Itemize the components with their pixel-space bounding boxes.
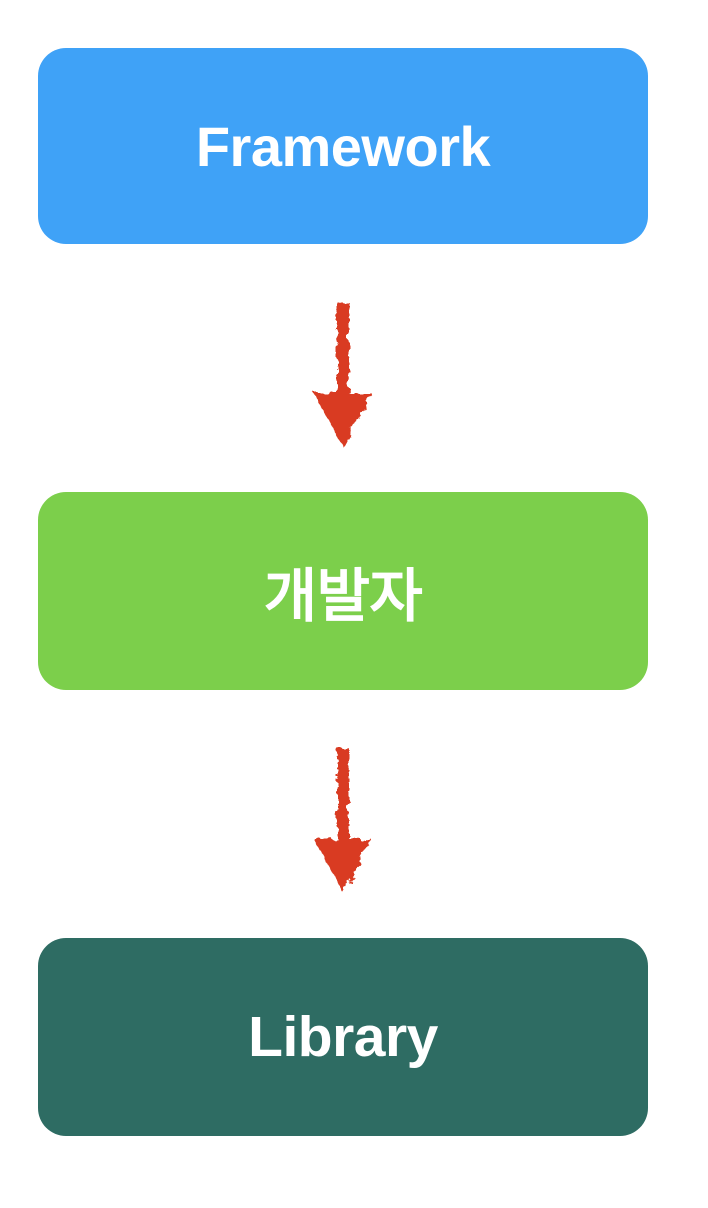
node-developer-label: 개발자 [263,564,423,629]
node-framework-label: Framework [195,114,491,178]
node-framework: Framework [38,48,648,244]
arrow-down-framework-to-developer-icon [314,302,372,447]
node-library: Library [38,938,648,1136]
node-developer: 개발자 [38,492,648,690]
arrow-down-developer-to-library-icon [314,748,372,893]
node-library-label: Library [248,1005,438,1069]
